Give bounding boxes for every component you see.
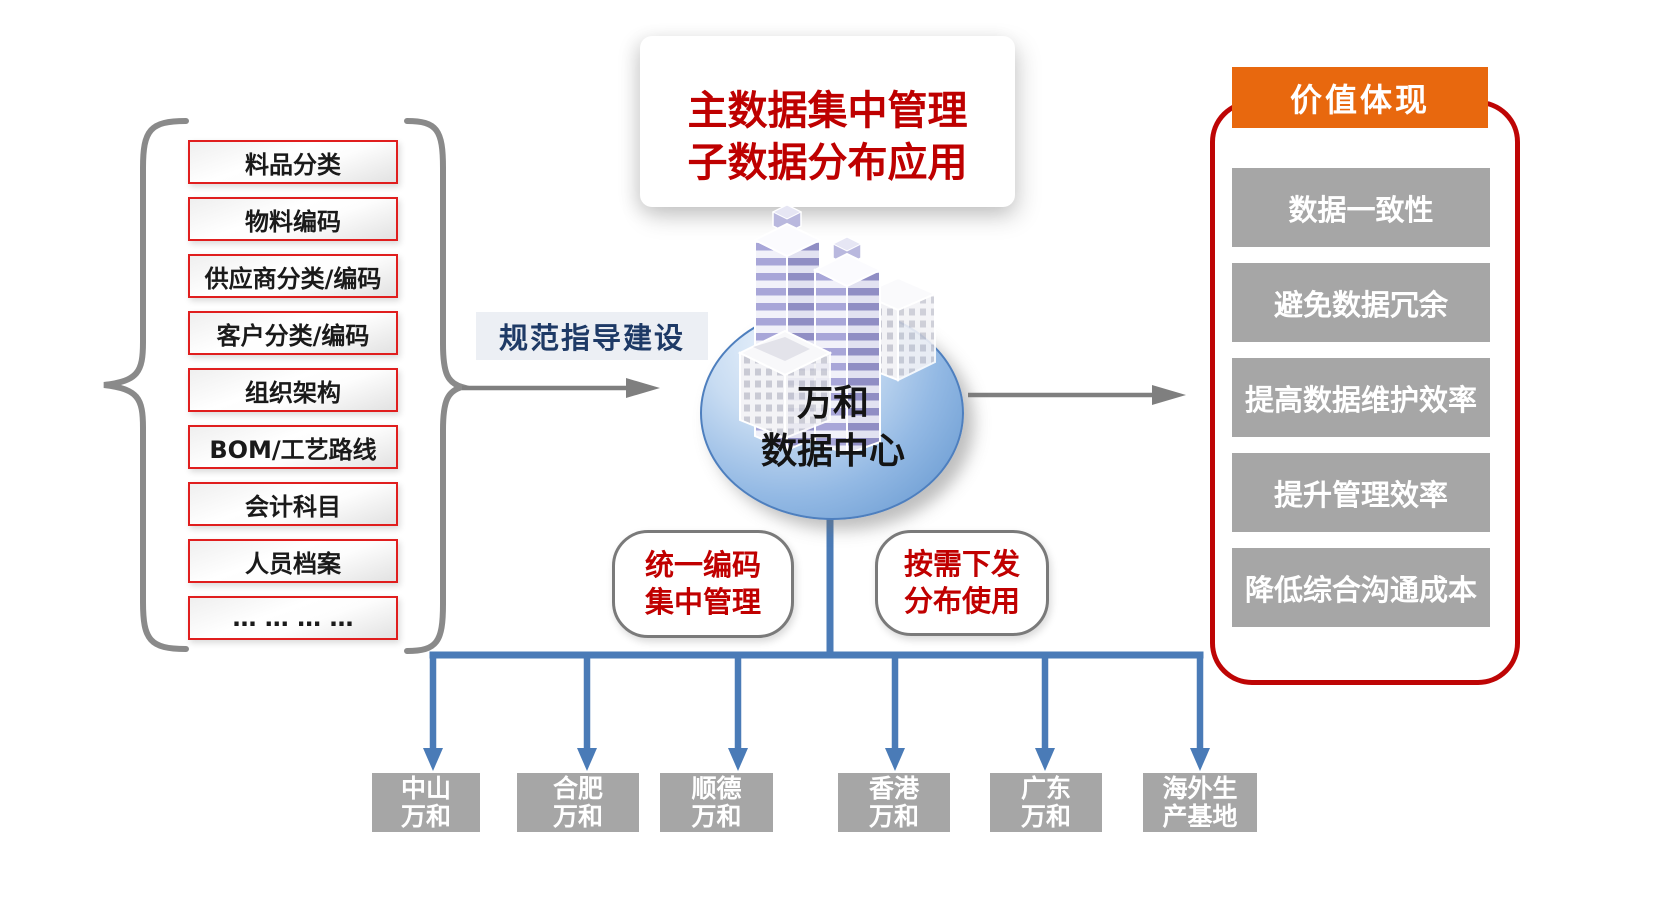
- master-data-item: … … … …: [188, 596, 398, 640]
- subsidiary-box-hongkong: 香港 万和: [838, 773, 950, 832]
- value-item: 提高数据维护效率: [1232, 358, 1490, 437]
- arrow-list-to-center-head: [626, 378, 660, 398]
- subsidiary-line: 香港: [868, 773, 919, 803]
- subsidiary-box-zhongshan: 中山 万和: [372, 773, 480, 832]
- value-panel-header: 价值体现: [1232, 67, 1488, 128]
- subsidiary-box-overseas: 海外生 产基地: [1143, 773, 1257, 832]
- data-center-buildings-illustration: [737, 204, 938, 456]
- title-line-2: 子数据分布应用: [687, 140, 968, 186]
- title-line-1: 主数据集中管理: [687, 88, 968, 134]
- tree-branch-arrowheads: [423, 748, 1210, 771]
- master-data-item: 组织架构: [188, 368, 398, 412]
- guide-label: 规范指导建设: [476, 312, 708, 360]
- master-data-item: 料品分类: [188, 140, 398, 184]
- bubble-line: 集中管理: [644, 585, 761, 619]
- subsidiary-line: 万和: [868, 801, 919, 831]
- subsidiary-box-hefei: 合肥 万和: [517, 773, 639, 832]
- subsidiary-line: 合肥: [552, 773, 603, 803]
- subsidiary-box-guangdong: 广东 万和: [990, 773, 1102, 832]
- right-curly-brace: [404, 118, 473, 654]
- bubble-line: 分布使用: [903, 584, 1020, 618]
- master-data-list: 料品分类 物料编码 供应商分类/编码 客户分类/编码 组织架构 BOM/工艺路线…: [188, 140, 398, 640]
- bubble-line: 按需下发: [903, 547, 1020, 581]
- purple-tower-right: [812, 236, 883, 456]
- value-item: 降低综合沟通成本: [1232, 548, 1490, 627]
- master-data-item: 客户分类/编码: [188, 311, 398, 355]
- subsidiary-line: 万和: [552, 801, 603, 831]
- bubble-line: 统一编码: [644, 548, 761, 582]
- master-data-item: 物料编码: [188, 197, 398, 241]
- title-card: 主数据集中管理 子数据分布应用: [640, 36, 1015, 207]
- data-center-label: 万和 数据中心: [703, 380, 963, 476]
- master-data-item: 会计科目: [188, 482, 398, 526]
- value-list: 数据一致性 避免数据冗余 提高数据维护效率 提升管理效率 降低综合沟通成本: [1232, 168, 1490, 627]
- subsidiary-line: 广东: [1020, 773, 1071, 803]
- subsidiary-line: 顺德: [691, 773, 742, 803]
- data-center-name: 万和: [796, 383, 869, 424]
- bubble-unified-coding: 统一编码 集中管理: [612, 530, 794, 638]
- master-data-item: 人员档案: [188, 539, 398, 583]
- value-item: 数据一致性: [1232, 168, 1490, 247]
- left-curly-brace: [103, 118, 189, 652]
- subsidiary-line: 万和: [691, 801, 742, 831]
- data-center-subname: 数据中心: [760, 431, 905, 472]
- subsidiary-line: 万和: [1020, 801, 1071, 831]
- subsidiary-line: 中山: [400, 773, 451, 803]
- bubble-on-demand: 按需下发 分布使用: [875, 530, 1049, 636]
- gray-building-front: [737, 329, 833, 440]
- arrow-center-to-values-head: [1152, 385, 1186, 405]
- master-data-item: BOM/工艺路线: [188, 425, 398, 469]
- master-data-item: 供应商分类/编码: [188, 254, 398, 298]
- subsidiary-line: 产基地: [1162, 801, 1238, 831]
- value-item: 避免数据冗余: [1232, 263, 1490, 342]
- tree-branch-lines: [429, 655, 1204, 750]
- subsidiary-box-shunde: 顺德 万和: [660, 773, 773, 832]
- value-item: 提升管理效率: [1232, 453, 1490, 532]
- subsidiary-line: 海外生: [1162, 773, 1238, 803]
- subsidiary-line: 万和: [400, 801, 451, 831]
